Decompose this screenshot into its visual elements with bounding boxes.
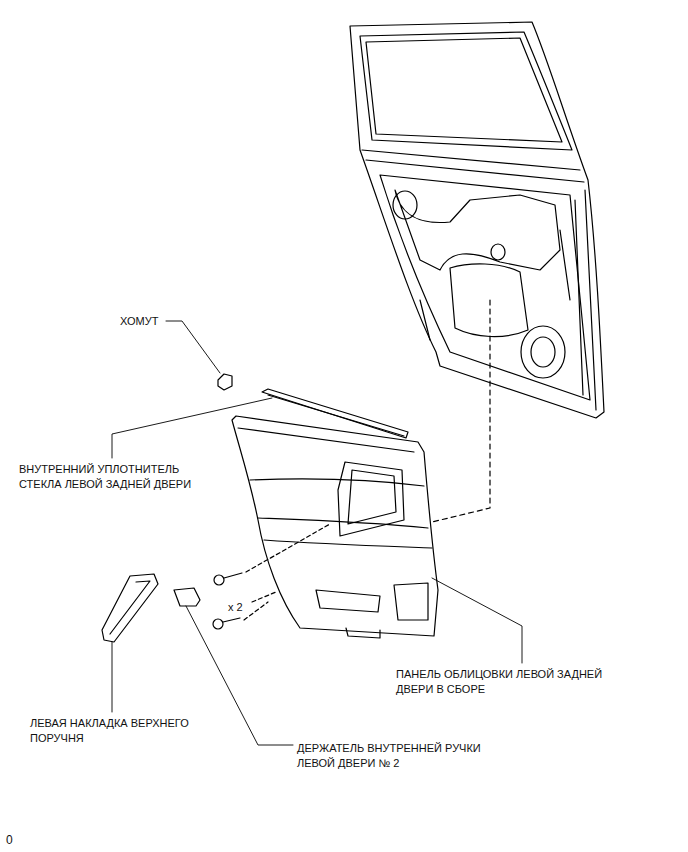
door-edge [575, 190, 596, 410]
window-opening-inner [366, 38, 562, 142]
door-outline [350, 22, 604, 418]
trim-panel-top-edge [238, 428, 414, 452]
trim-panel-line [258, 518, 428, 528]
trim-panel-outline [232, 416, 438, 636]
handle-recess [348, 470, 396, 524]
leader-line [186, 606, 293, 745]
speaker-grille [394, 583, 428, 620]
access-hole [450, 264, 528, 337]
leader-line [432, 578, 522, 663]
trim-panel [232, 416, 438, 638]
speaker-cone [531, 337, 555, 367]
part-name: ВНУТРЕННИЙ УПЛОТНИТЕЛЬ СТЕКЛА ЛЕВОЙ ЗАДН… [19, 462, 211, 492]
speaker [521, 326, 565, 378]
screw-line [244, 524, 330, 620]
frame-detail [420, 230, 570, 340]
part-name: ПАНЕЛЬ ОБЛИЦОВКИ ЛЕВОЙ ЗАДНЕЙ ДВЕРИ В СБ… [396, 667, 638, 697]
leader-line [112, 398, 272, 458]
assembly-line [432, 300, 490, 522]
quantity: x 2 [228, 600, 258, 615]
door-pocket [316, 590, 380, 612]
screw-shank [224, 573, 242, 578]
screw-head [213, 619, 223, 629]
screw-head [214, 575, 224, 585]
handle-bezel [338, 462, 404, 536]
page-mark: 0 [6, 833, 26, 848]
frame-hole [393, 191, 417, 219]
part-name: ХОМУТ [120, 314, 180, 329]
grip-cover-edge [110, 581, 150, 634]
leader-line [166, 321, 220, 373]
trim-panel-detail [346, 628, 380, 638]
screw-line [252, 592, 276, 602]
grip-cover [102, 574, 158, 642]
window-opening [360, 32, 572, 150]
screw-shank [223, 618, 240, 622]
inner-panel-recess [395, 190, 560, 270]
leader-line [112, 642, 113, 712]
trim-panel-line [250, 479, 424, 486]
part-name: ЛЕВАЯ НАКЛАДКА ВЕРХНЕГО ПОРУЧНЯ [30, 716, 216, 746]
handle-holder [174, 588, 200, 606]
leader-lines [112, 321, 522, 745]
door-frame [350, 22, 604, 418]
clip [218, 374, 232, 390]
frame-hole [491, 244, 505, 260]
inner-panel [380, 175, 590, 400]
part-name: ДЕРЖАТЕЛЬ ВНУТРЕННЕЙ РУЧКИ ЛЕВОЙ ДВЕРИ №… [297, 741, 515, 771]
